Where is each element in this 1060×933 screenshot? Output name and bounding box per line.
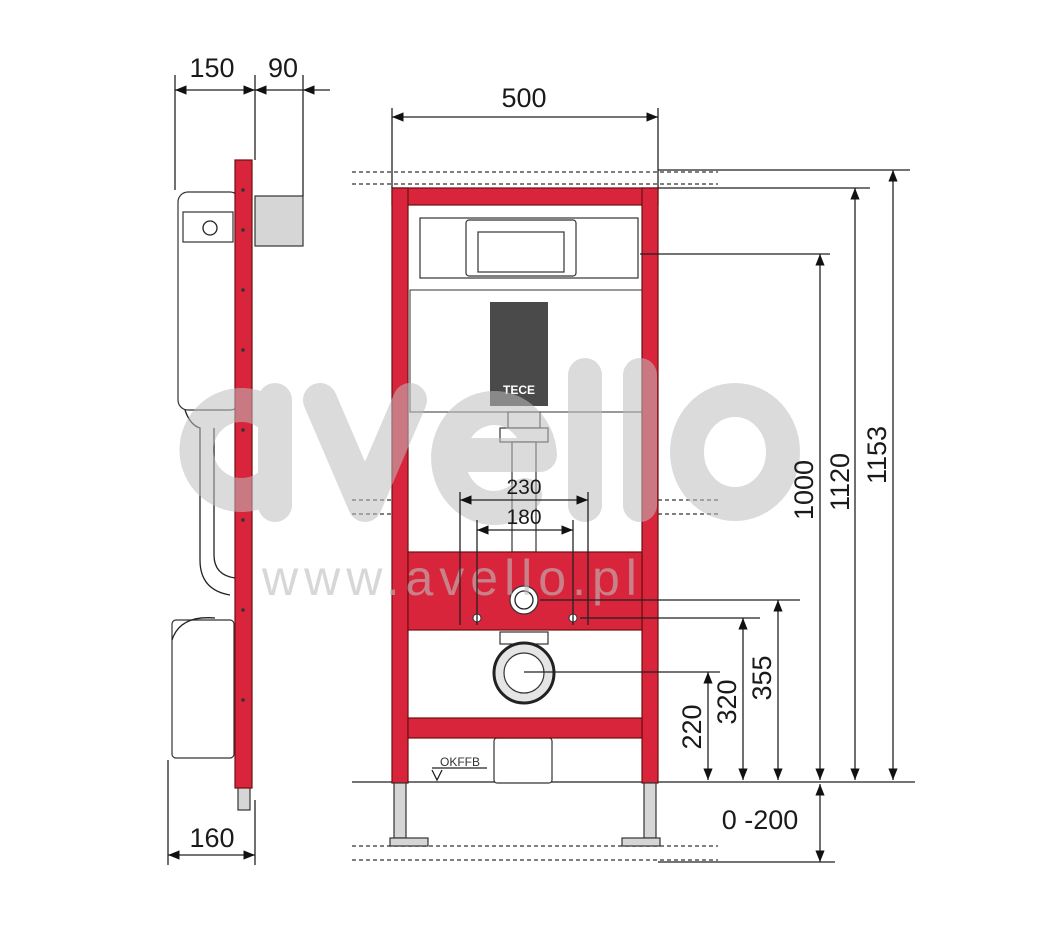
dim-500: 500 [501,83,546,113]
dim-230: 230 [506,476,541,499]
side-view [167,75,330,865]
dim-1000: 1000 [789,460,819,520]
dim-1120: 1120 [825,453,855,511]
watermark-url: www.avello.pl [261,550,643,606]
floor-level-label: OKFFB [440,755,480,769]
dim-150: 150 [189,53,234,83]
dimension-labels: 150 90 160 500 230 180 1000 1120 1153 35… [189,53,892,853]
dim-0-200: 0 -200 [722,805,799,835]
dim-160: 160 [189,823,234,853]
watermark-logo [179,358,800,525]
dimension-lines [391,108,910,863]
watermark: www.avello.pl [179,358,800,606]
side-red-frame [234,159,253,789]
dim-90: 90 [268,53,298,83]
tece-flush-panel [490,302,548,406]
dim-180: 180 [506,506,541,529]
dim-1153: 1153 [862,426,892,484]
dim-320: 320 [712,679,742,724]
dim-355: 355 [747,655,777,700]
dim-220: 220 [677,704,707,749]
